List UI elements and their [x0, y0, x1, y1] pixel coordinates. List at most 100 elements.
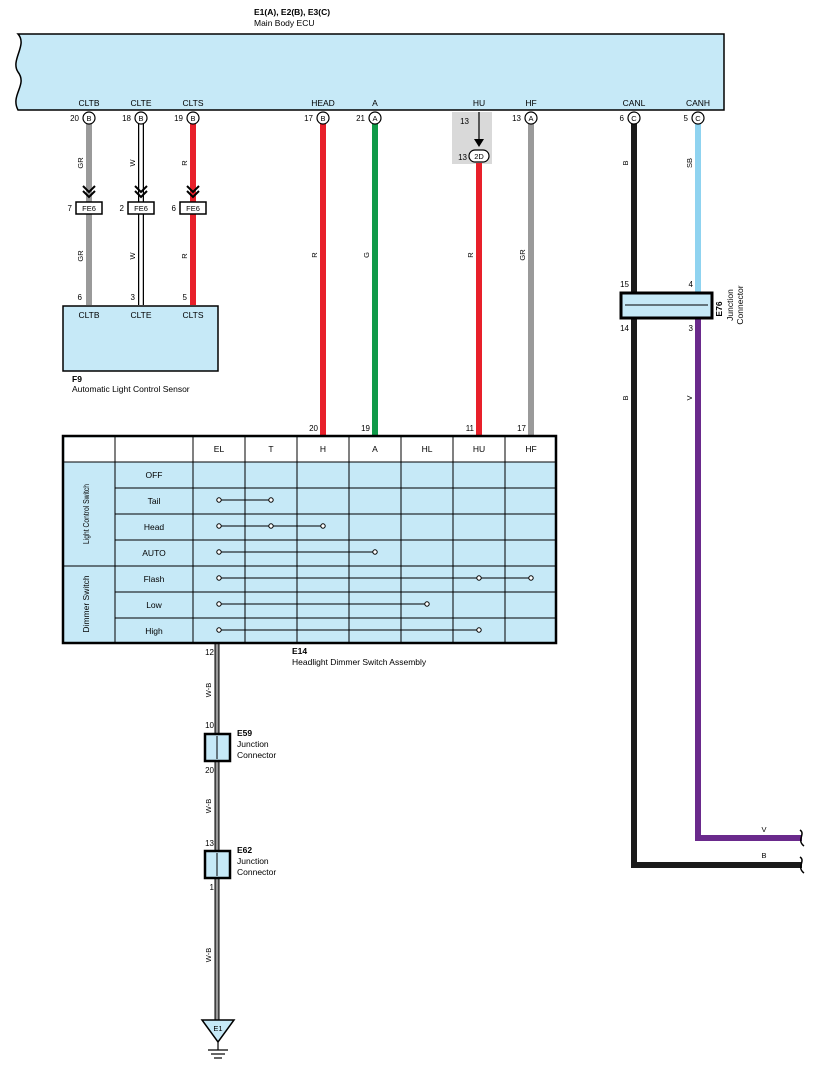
conn-circle-canh [691, 111, 705, 125]
fe6-label-2: FE6 [134, 204, 148, 213]
e62-name-1: Junction [237, 856, 269, 866]
fe6-label-1: FE6 [82, 204, 96, 213]
ecu-term-clts: CLTS [182, 98, 203, 108]
conn-canl: C [631, 114, 637, 123]
ecu-term-canl: CANL [623, 98, 646, 108]
f9-pin-1: 6 [78, 293, 83, 302]
ecu-body [15, 33, 725, 111]
f9-name: Automatic Light Control Sensor [72, 384, 190, 394]
label-gnd-1: W-B [204, 683, 213, 697]
fe6-pin-2: 2 [120, 204, 125, 213]
fe6-label-3: FE6 [186, 204, 200, 213]
ecu-pins: 20 B 18 B 19 B 17 B 21 A 13 A 6 C 5 C [70, 111, 705, 125]
fe6-box-3 [179, 201, 207, 215]
fe6-chevron-icon-1 [82, 185, 96, 199]
e14-col-a: A [372, 444, 378, 454]
e59-id: E59 [237, 728, 252, 738]
f9-pin-3: 5 [183, 293, 188, 302]
e14-header-bg [64, 437, 555, 462]
pin-clts: 19 [174, 114, 183, 123]
wires [86, 124, 805, 1024]
ecu-term-canh: CANH [686, 98, 710, 108]
e59-pin-top: 10 [205, 721, 214, 730]
ground-label: E1 [213, 1024, 222, 1033]
e14-col-t: T [268, 444, 273, 454]
wire-color-labels: GR W R GR W R R G R GR B SB B V W-B W-B … [76, 157, 767, 962]
conn-canh: C [695, 114, 701, 123]
fe6-chevron-icon-3 [186, 185, 200, 199]
conn-circle-cltb [82, 111, 96, 125]
ecu-term-clte: CLTE [130, 98, 151, 108]
bus-b-break [799, 856, 805, 874]
e59-name-2: Connector [237, 750, 276, 760]
e59-name-1: Junction [237, 739, 269, 749]
label-head: R [310, 252, 319, 258]
conn-circle-canl [627, 111, 641, 125]
pin-cltb: 20 [70, 114, 79, 123]
label-canh-upper: SB [685, 158, 694, 168]
label-bus-b: B [761, 851, 766, 860]
label-clts-upper: R [180, 160, 189, 166]
hu-pin-top: 13 [460, 117, 469, 126]
e14-group-light-control: Light Control Switch [81, 484, 91, 544]
e14-row-off: OFF [146, 470, 163, 480]
conn-circle-clts [186, 111, 200, 125]
fe6-pin-3: 6 [172, 204, 177, 213]
conn-clts: B [190, 114, 195, 123]
e76-name-2: Connector [735, 285, 745, 324]
e14-row-head: Head [144, 522, 165, 532]
pin-clte: 18 [122, 114, 131, 123]
conn-circle-head [316, 111, 330, 125]
hu-conn-label: 2D [474, 152, 484, 161]
e14-grid [63, 436, 556, 643]
label-clte-lower: W [128, 252, 137, 260]
ground-e1: E1 [200, 1019, 236, 1059]
e76-pin-14: 14 [620, 324, 629, 333]
e14-pin-hu: 11 [466, 424, 475, 433]
e62-pin-bottom: 1 [210, 883, 215, 892]
label-canh-lower: V [685, 395, 694, 400]
ecu-term-head: HEAD [311, 98, 335, 108]
e62-junction: 13 1 E62 Junction Connector [203, 839, 276, 892]
f9-term-1: CLTB [78, 310, 99, 320]
ecu-term-hf: HF [525, 98, 536, 108]
main-body-ecu: E1(A), E2(B), E3(C) Main Body ECU CLTB C… [15, 7, 725, 111]
e14-row-tail: Tail [148, 496, 161, 506]
e14-pin-h: 20 [309, 424, 318, 433]
f9-pin-2: 3 [131, 293, 136, 302]
label-gnd-2: W-B [204, 799, 213, 813]
e59-pin-bottom: 20 [205, 766, 214, 775]
ecu-connectors-label: E1(A), E2(B), E3(C) [254, 7, 330, 17]
e14-col-hu: HU [473, 444, 485, 454]
bus-v-break [799, 829, 805, 847]
ground-triangle-icon [200, 1019, 236, 1044]
e14-col-hl: HL [422, 444, 433, 454]
pin-head: 17 [304, 114, 313, 123]
e76-pin-4: 4 [689, 280, 694, 289]
e14-continuity [216, 497, 534, 633]
fe6-chevron-icon-2 [134, 185, 148, 199]
e14-col-h: H [320, 444, 326, 454]
label-canl-upper: B [621, 160, 630, 165]
label-cltb-upper: GR [76, 157, 85, 169]
hu-conn-oval [468, 149, 490, 163]
fe6-box-1 [75, 201, 103, 215]
ecu-term-a: A [372, 98, 378, 108]
fe6-connectors: FE6 FE6 FE6 7 2 6 [68, 185, 207, 215]
fe6-box-2 [127, 201, 155, 215]
wire-canl [631, 124, 802, 868]
label-bus-v: V [761, 825, 766, 834]
f9-body [62, 305, 219, 372]
label-clts-lower: R [180, 253, 189, 259]
conn-head: B [320, 114, 325, 123]
ecu-term-hu: HU [473, 98, 485, 108]
e14-switch-table: 20 19 11 17 EL T H A HL [61, 424, 558, 667]
e14-pin-gnd: 12 [205, 648, 214, 657]
ecu-name: Main Body ECU [254, 18, 314, 28]
e62-name-2: Connector [237, 867, 276, 877]
e14-row-flash: Flash [144, 574, 165, 584]
hu-arrow-icon [474, 139, 484, 147]
fe6-pin-1: 7 [68, 204, 73, 213]
hu-pin-bottom: 13 [458, 153, 467, 162]
e76-name-1: Junction [725, 289, 735, 321]
